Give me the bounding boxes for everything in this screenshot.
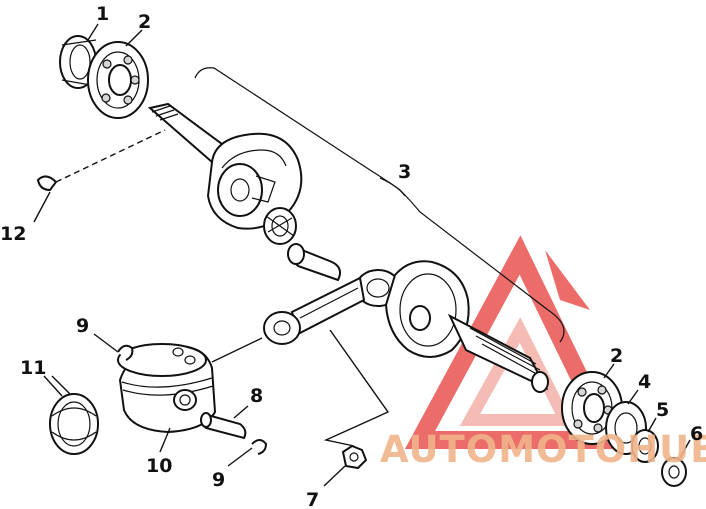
crank-pin — [287, 243, 341, 282]
crankshaft-right-half — [384, 260, 549, 393]
woodruff-key-part-12 — [36, 129, 166, 192]
piston-rings-part-11 — [49, 393, 99, 455]
label-part-2-top: 2 — [138, 11, 151, 33]
label-part-6: 6 — [690, 423, 703, 445]
piston-part-10 — [117, 337, 263, 434]
connecting-rod — [263, 269, 401, 345]
washer-part-6 — [661, 457, 687, 487]
nut-part-7 — [323, 329, 390, 470]
label-part-11: 11 — [20, 357, 46, 379]
circlip-part-9-bottom — [251, 439, 268, 455]
label-part-8: 8 — [250, 385, 263, 407]
label-part-9-bottom: 9 — [212, 469, 225, 491]
label-part-2-bottom: 2 — [610, 345, 623, 367]
label-part-12: 12 — [0, 223, 26, 245]
label-part-1: 1 — [96, 3, 109, 25]
circlip-part-9-top — [117, 344, 134, 361]
spacer-part-5 — [631, 429, 659, 463]
label-part-10: 10 — [146, 455, 172, 477]
needle-bearing — [263, 207, 297, 245]
bracket-3-tick — [379, 177, 406, 197]
watermark-brand-text: AUTOMOTOHUB — [380, 428, 706, 471]
crankshaft-left-half — [147, 102, 303, 230]
leader-lines — [33, 23, 691, 487]
ball-bearing-part-2-top — [87, 41, 149, 119]
watermark-peak — [545, 250, 590, 310]
label-part-7: 7 — [306, 489, 319, 509]
piston-pin-part-8 — [200, 412, 247, 440]
label-part-3: 3 — [398, 161, 411, 183]
label-part-9-top: 9 — [76, 315, 89, 337]
label-part-5: 5 — [656, 399, 669, 421]
label-part-4: 4 — [638, 371, 651, 393]
